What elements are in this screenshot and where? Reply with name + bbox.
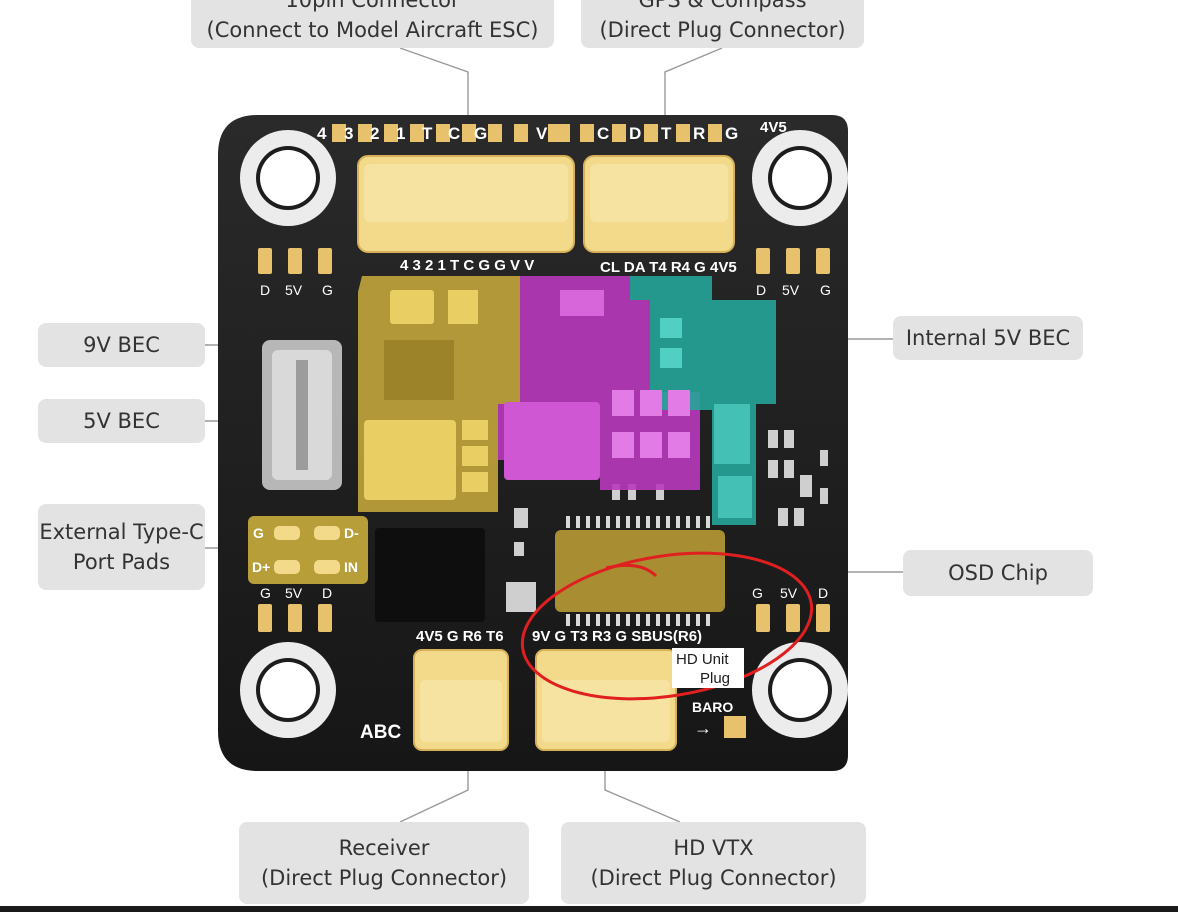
mount-hole-br <box>752 642 848 738</box>
pad-label: D <box>756 282 766 298</box>
callout-line1: GPS & Compass <box>638 0 806 15</box>
pad-label: 5V <box>782 282 800 298</box>
pad-label: D <box>260 282 270 298</box>
mount-hole-tr <box>752 130 848 226</box>
typec-pad-overlay <box>248 516 368 584</box>
right-pad-labels-top: D 5V G <box>756 282 831 298</box>
callout-text: 9V BEC <box>83 332 160 357</box>
gps-pin-label: D <box>629 124 641 143</box>
callout-5v-bec: 5V BEC <box>38 399 205 443</box>
bec-5v-components <box>504 290 690 480</box>
receiver-connector <box>413 649 509 751</box>
gps-extra-label: 4V5 <box>760 119 787 136</box>
callout-internal-5v-bec: Internal 5V BEC <box>893 316 1083 360</box>
side-pads <box>258 248 830 632</box>
esc-pin-label: T <box>422 124 433 143</box>
typec-pad-label: D- <box>344 525 359 541</box>
callout-type-c-pads: External Type-C Port Pads <box>38 504 205 590</box>
callout-line2: (Direct Plug Connector) <box>260 866 508 890</box>
typec-pad-label: G <box>253 525 264 541</box>
pad-label: D <box>818 585 828 601</box>
bottom-border <box>0 906 1178 912</box>
callout-line1: Receiver <box>338 835 430 860</box>
baro-sensor <box>506 582 536 612</box>
callout-line1: HD VTX <box>673 835 754 860</box>
gps-pin-label: G <box>725 124 738 143</box>
gps-pin-labels: C D T R G 4V5 <box>597 119 787 143</box>
callout-text: OSD Chip <box>948 560 1048 585</box>
baro-pads <box>724 716 746 738</box>
hd-unit-plug-line1: HD Unit <box>676 651 729 668</box>
vtx-pin-label: 9V G T3 R3 G SBUS(R6) <box>532 628 702 645</box>
gps-connector-label: CL DA T4 R4 G 4V5 <box>600 259 737 276</box>
annotation-stroke <box>605 563 658 578</box>
pad-label: G <box>752 585 763 601</box>
callout-osd-chip: OSD Chip <box>903 550 1093 596</box>
osd-chip-pins <box>566 516 710 626</box>
right-pad-labels-bottom: G 5V D <box>752 585 828 601</box>
esc-pin-label: 2 <box>370 124 379 143</box>
typec-pad-labels: G D- D+ IN <box>252 525 359 575</box>
gps-pin-row <box>580 124 722 142</box>
vtx-connector <box>535 649 677 751</box>
pad-label: 5V <box>285 585 303 601</box>
pad-label: 5V <box>780 585 798 601</box>
callout-line2: (Direct Plug Connector) <box>590 866 837 890</box>
callout-text: Internal 5V BEC <box>905 325 1071 350</box>
esc-pin-labels: 4 3 2 1 T C G V <box>317 124 548 143</box>
callout-line2: Port Pads <box>72 550 171 574</box>
callout-hd-vtx: HD VTX (Direct Plug Connector) <box>561 822 866 904</box>
esc-pin-label: 3 <box>344 124 353 143</box>
callout-line2: (Connect to Model Aircraft ESC) <box>206 18 539 42</box>
callout-esc-connector: 10pin Connector (Connect to Model Aircra… <box>191 0 554 48</box>
callout-line2: (Direct Plug Connector) <box>599 18 846 42</box>
baro-label: BARO <box>692 699 733 715</box>
esc-connector-label: 4 3 2 1 T C G G V V <box>400 257 534 274</box>
gps-connector <box>583 155 735 253</box>
mount-hole-tl <box>240 130 336 226</box>
gps-pin-label: C <box>597 124 609 143</box>
esc-connector <box>357 155 575 253</box>
left-pad-labels-top: D 5V G <box>260 282 333 298</box>
callout-text: 5V BEC <box>83 408 160 433</box>
pad-label: 5V <box>285 282 303 298</box>
pad-label: D <box>322 585 332 601</box>
smd-components <box>514 430 828 556</box>
typec-pad-label: D+ <box>252 559 270 575</box>
esc-pin-label: 1 <box>396 124 405 143</box>
pad-label: G <box>820 282 831 298</box>
overlay-osd-chip <box>555 530 725 612</box>
callout-gps-compass: GPS & Compass (Direct Plug Connector) <box>581 0 864 48</box>
bec-9v-components <box>364 290 488 500</box>
mount-hole-bl <box>240 642 336 738</box>
pad-label: G <box>260 585 271 601</box>
annotation-circle <box>520 551 814 701</box>
esc-pin-label: 4 <box>317 124 327 143</box>
gps-pin-label: R <box>693 124 705 143</box>
esc-pin-label: G <box>474 124 487 143</box>
left-pad-labels-bottom: G 5V D <box>260 585 332 601</box>
callout-line1: 10pin Connector <box>285 0 459 15</box>
pad-label: G <box>322 282 333 298</box>
callout-9v-bec: 9V BEC <box>38 323 205 367</box>
ic-chip <box>375 528 485 622</box>
receiver-pin-label: 4V5 G R6 T6 <box>416 628 504 645</box>
callout-line1: External Type-C <box>39 519 204 544</box>
typec-pad-label: IN <box>344 559 358 575</box>
internal-bec-components <box>660 318 752 518</box>
abc-label: ABC <box>360 722 401 743</box>
usb-c-port <box>262 340 342 490</box>
gps-pin-label: T <box>661 124 672 143</box>
esc-pin-label: C <box>448 124 460 143</box>
hd-unit-plug-tag <box>672 648 744 688</box>
esc-pin-row <box>332 124 570 142</box>
baro-arrow: → <box>694 718 712 738</box>
callout-receiver: Receiver (Direct Plug Connector) <box>239 822 529 904</box>
esc-pin-label: V <box>536 124 548 143</box>
hd-unit-plug-line2: Plug <box>700 670 730 687</box>
